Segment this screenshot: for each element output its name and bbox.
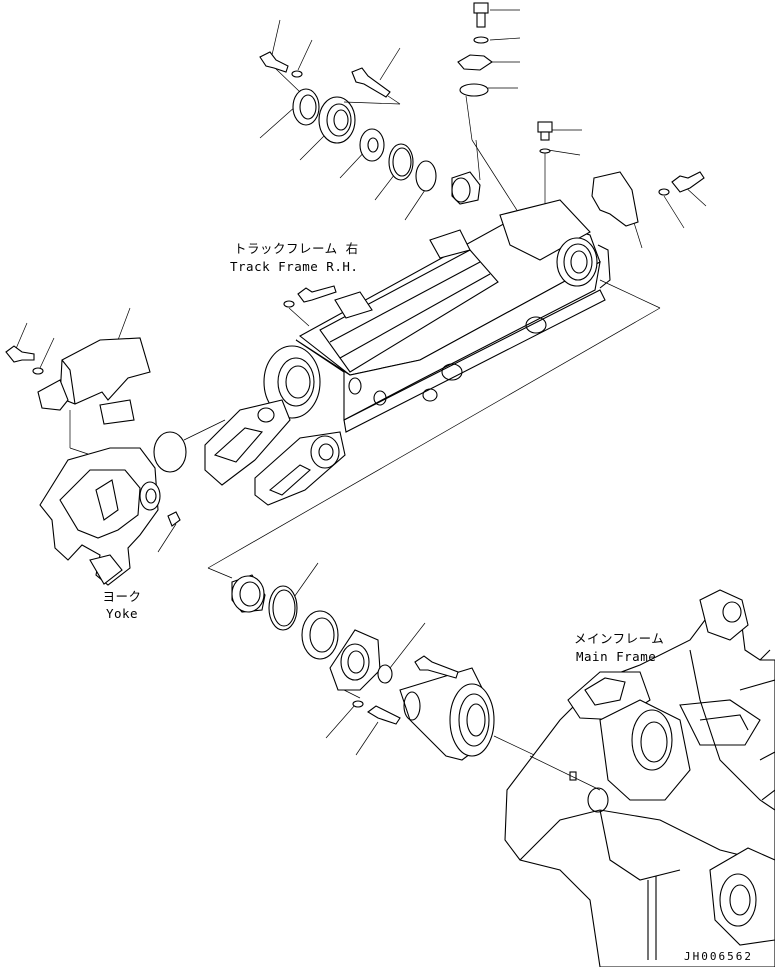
drawing-number: JH006562 (684, 950, 753, 963)
main-frame (504, 589, 775, 967)
yoke-label-jp: ヨーク (102, 589, 142, 604)
small-bolt-top-right (537, 121, 553, 212)
top-leader-lines (11, 9, 707, 756)
main-frame-label-jp: メインフレーム (574, 631, 665, 646)
track-frame-label-en: Track Frame R.H. (230, 259, 359, 274)
top-bolt-stack (457, 2, 521, 216)
yoke (39, 447, 181, 586)
top-left-seals (259, 51, 481, 205)
left-cover-assembly (5, 337, 226, 473)
main-frame-label-en: Main Frame (576, 649, 657, 664)
yoke-label-en: Yoke (105, 606, 139, 621)
lower-pin-assembly (231, 574, 567, 771)
track-frame-label-jp: トラックフレーム 右 (234, 241, 359, 256)
track-frame (204, 199, 661, 579)
right-top-cover (591, 171, 705, 227)
